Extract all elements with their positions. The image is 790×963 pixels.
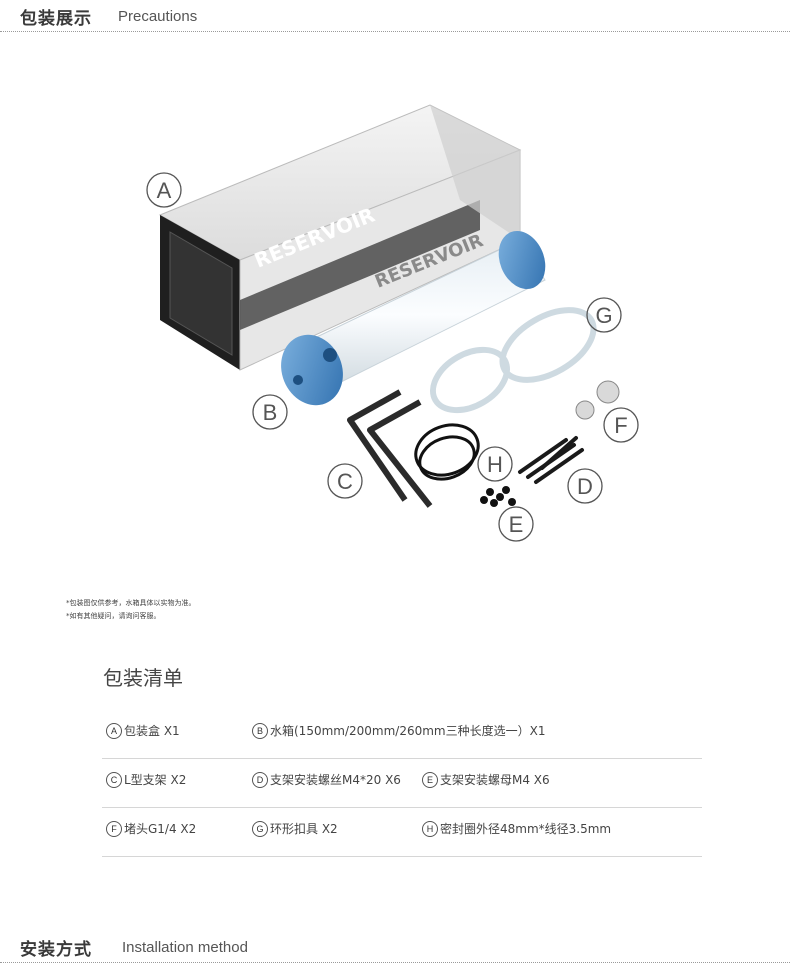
list-item: H 密封圈外径48mm*线径3.5mm <box>422 820 611 837</box>
nuts <box>480 486 516 507</box>
callout-b: B <box>263 400 278 425</box>
package-box: RESERVOIR <box>158 104 522 371</box>
section-header-installation: 安装方式 Installation method <box>0 931 790 963</box>
item-letter-badge: C <box>106 771 122 788</box>
note-line: *包装图仅供参考，水箱具体以实物为准。 <box>66 599 196 607</box>
dotted-divider <box>0 31 790 32</box>
screws <box>518 436 584 484</box>
table-row: F 堵头G1/4 X2 G 环形扣具 X2 H 密封圈外径48mm*线径3.5m… <box>102 808 702 857</box>
item-letter-badge: H <box>422 820 438 837</box>
list-item: D 支架安装螺丝M4*20 X6 <box>252 771 401 788</box>
item-letter-badge: D <box>252 771 268 788</box>
item-text: L型支架 X2 <box>124 773 187 787</box>
packing-list-table: A 包装盒 X1 B 水箱(150mm/200mm/260mm三种长度选一）X1… <box>102 710 702 857</box>
item-letter-badge: A <box>106 722 122 739</box>
note-line: *如有其他疑问，请询问客服。 <box>66 612 161 620</box>
list-item: G 环形扣具 X2 <box>252 820 338 837</box>
l-brackets <box>347 389 433 508</box>
item-letter-badge: F <box>106 820 122 837</box>
list-item: F 堵头G1/4 X2 <box>106 820 196 837</box>
item-letter-badge: E <box>422 771 438 788</box>
item-letter-badge: B <box>252 722 268 739</box>
stop-plugs <box>575 380 620 420</box>
table-row: C L型支架 X2 D 支架安装螺丝M4*20 X6 E 支架安装螺母M4 X6 <box>102 759 702 808</box>
section-title-en: Installation method <box>122 939 248 956</box>
callout-h: H <box>487 452 503 477</box>
list-item: B 水箱(150mm/200mm/260mm三种长度选一）X1 <box>252 722 545 739</box>
notes: *包装图仅供参考，水箱具体以实物为准。 *如有其他疑问，请询问客服。 <box>66 597 196 623</box>
list-item: C L型支架 X2 <box>106 771 186 788</box>
o-rings <box>414 423 480 481</box>
list-item: A 包装盒 X1 <box>106 722 180 739</box>
item-text: 包装盒 X1 <box>124 724 180 738</box>
item-text: 水箱(150mm/200mm/260mm三种长度选一）X1 <box>270 724 546 738</box>
section-title-zh: 包装展示 <box>20 9 92 29</box>
item-text: 支架安装螺母M4 X6 <box>440 773 550 787</box>
packing-list-title: 包装清单 <box>103 666 183 690</box>
item-letter-badge: G <box>252 820 268 837</box>
callout-e: E <box>509 512 524 537</box>
product-photo: RESERVOIR RESERVOIR <box>146 104 639 542</box>
callout-c: C <box>337 469 353 494</box>
item-text: 堵头G1/4 X2 <box>124 822 197 836</box>
item-text: 密封圈外径48mm*线径3.5mm <box>440 822 612 836</box>
item-text: 支架安装螺丝M4*20 X6 <box>270 773 401 787</box>
item-text: 环形扣具 X2 <box>270 822 338 836</box>
ring-clamps <box>430 307 597 414</box>
callout-f: F <box>614 413 627 438</box>
table-row: A 包装盒 X1 B 水箱(150mm/200mm/260mm三种长度选一）X1 <box>102 710 702 759</box>
section-header-precautions: 包装展示 Precautions <box>0 0 790 32</box>
callout-g: G <box>595 303 612 328</box>
callout-d: D <box>577 474 593 499</box>
callout-letters: A B C D E F G H <box>146 172 639 542</box>
list-item: E 支架安装螺母M4 X6 <box>422 771 550 788</box>
section-title-zh: 安装方式 <box>20 940 92 960</box>
section-title-en: Precautions <box>118 8 198 25</box>
callout-a: A <box>157 178 172 203</box>
